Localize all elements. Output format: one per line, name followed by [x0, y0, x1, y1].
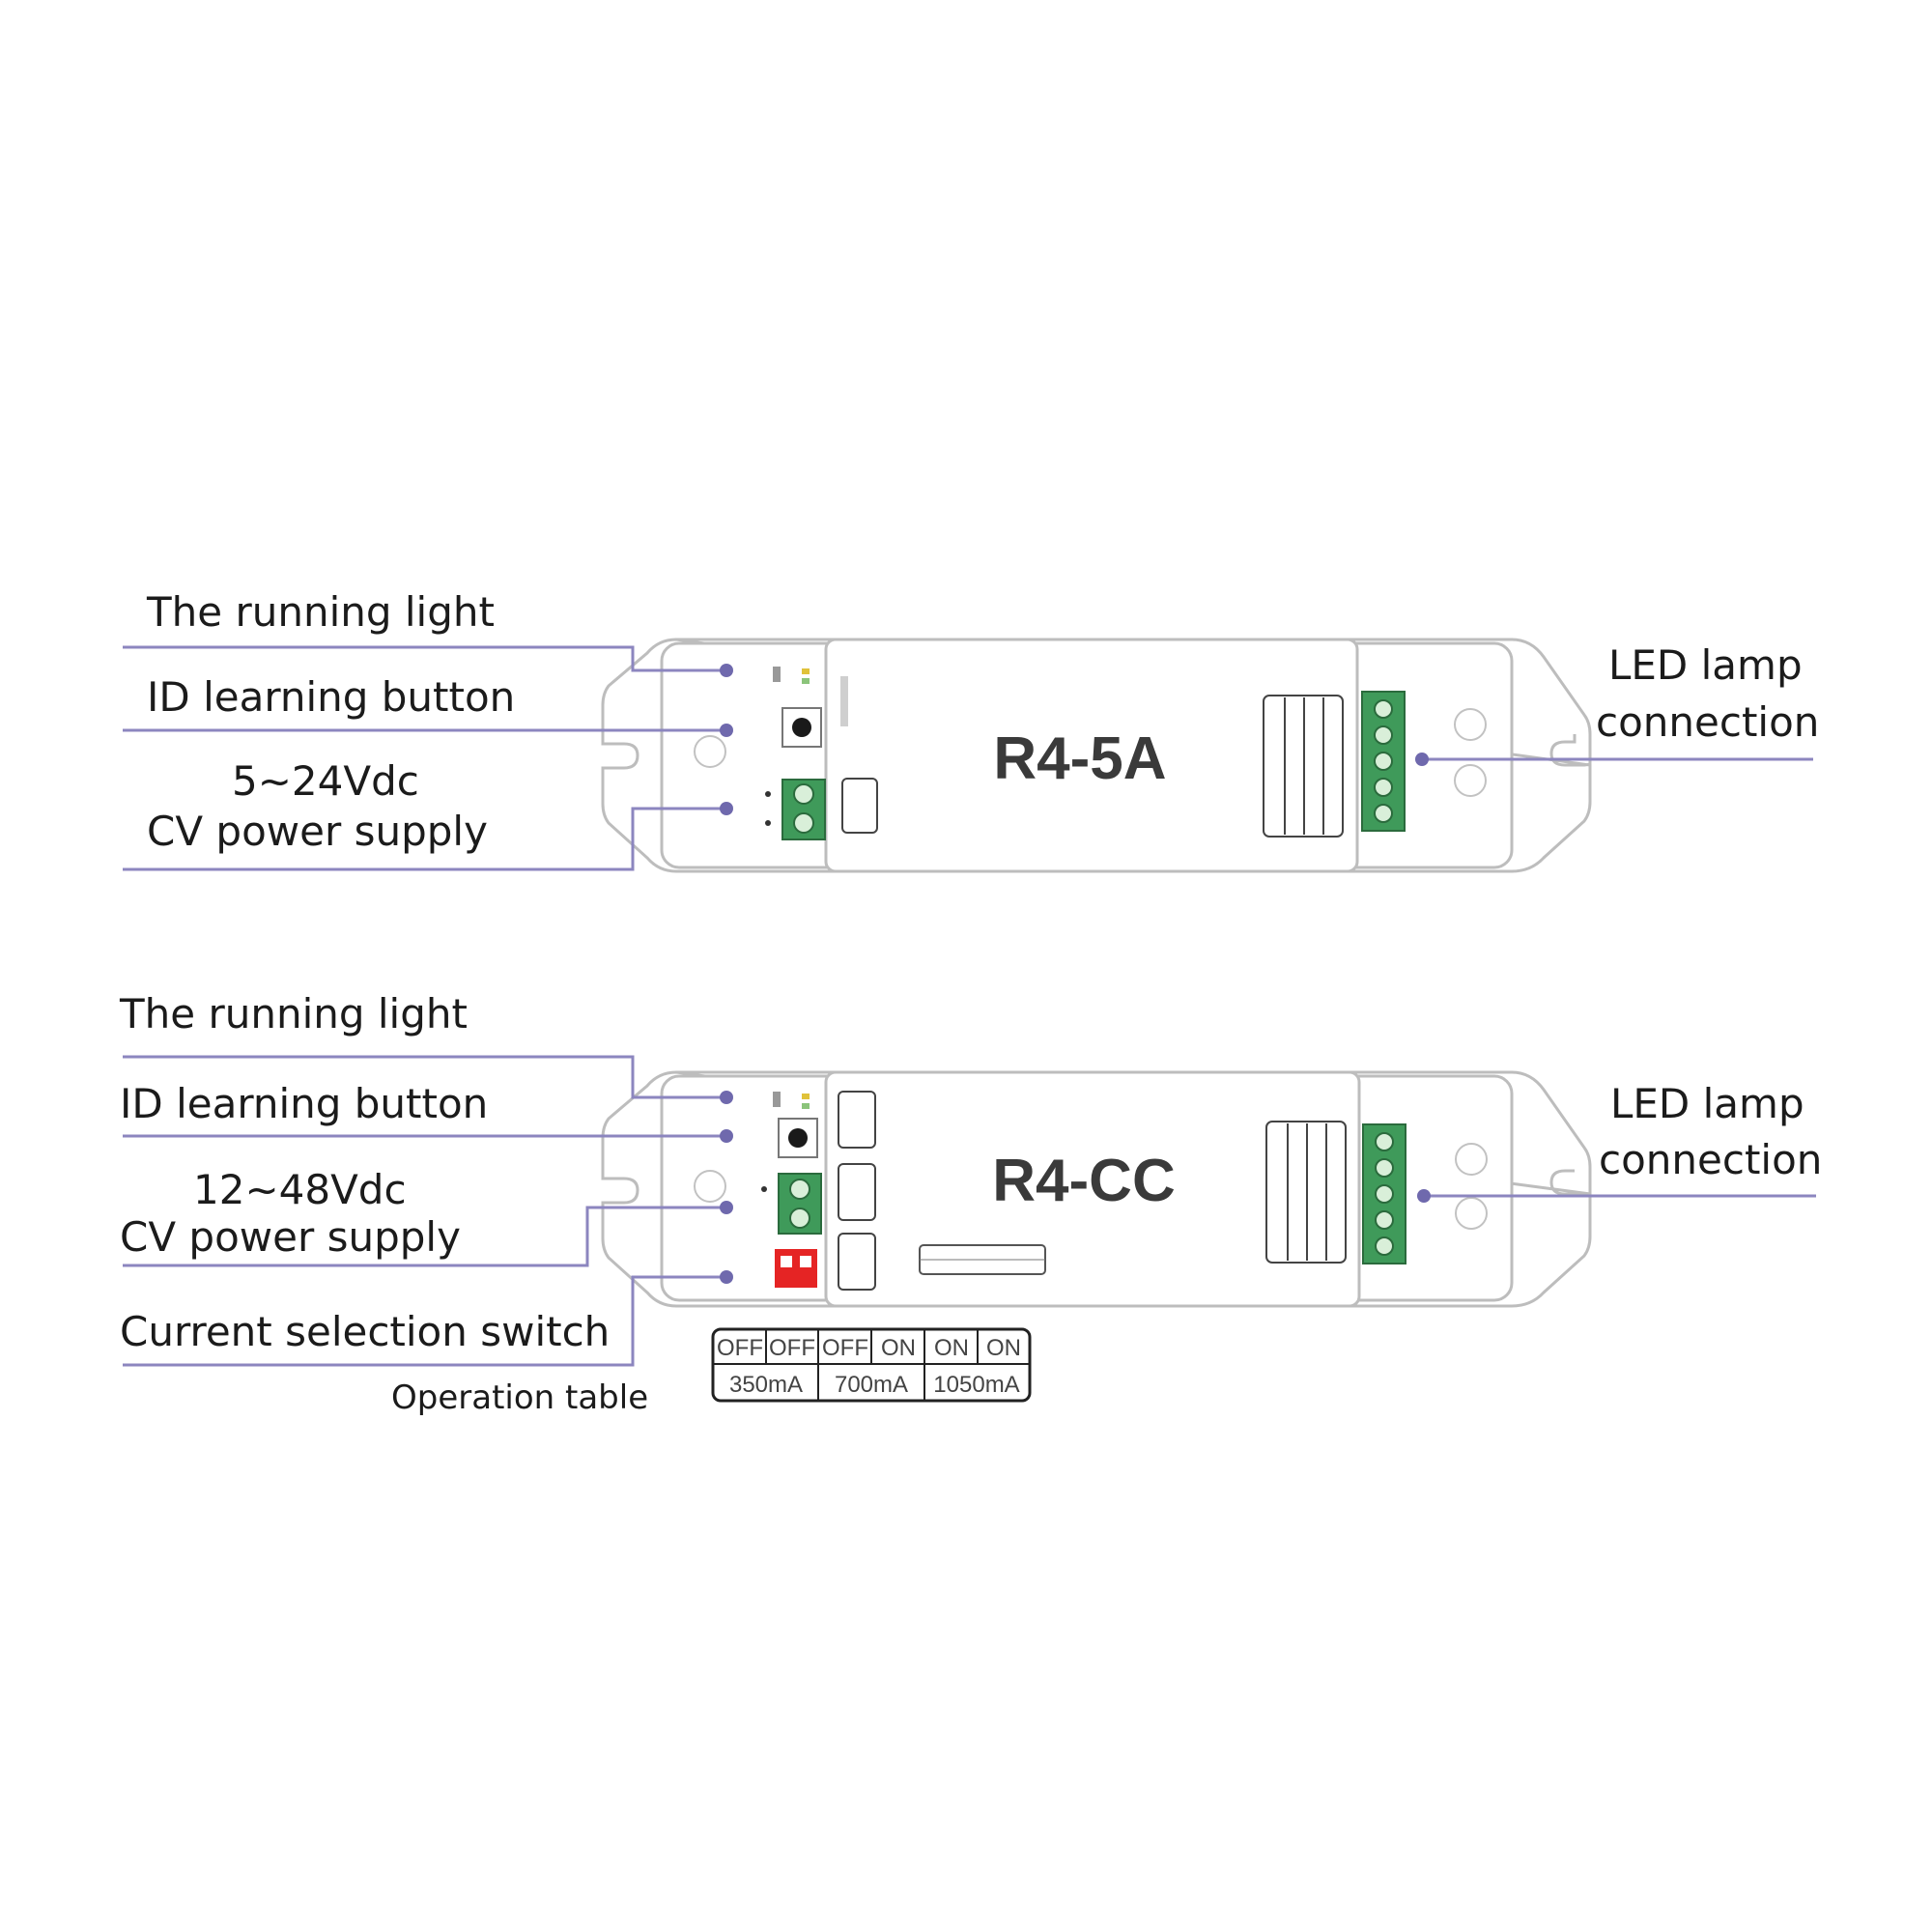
leader-power: [123, 807, 726, 871]
power-label-box: [841, 778, 878, 834]
leaders-r4-cc: [123, 1055, 1816, 1367]
mounting-hole: [1454, 764, 1487, 797]
center-cover: [824, 638, 1359, 873]
pcb-label-box: [838, 1233, 876, 1291]
unit-r4-cc: R4-CC: [601, 1070, 1592, 1308]
polarity-dot: [761, 1186, 767, 1192]
pcb-label-box: [838, 1163, 876, 1221]
dip-toggle: [781, 1256, 792, 1267]
terminal-screw-icon: [1375, 1236, 1394, 1256]
label-voltage: 12~48Vdc: [193, 1166, 407, 1213]
led-indicator: [773, 667, 781, 682]
label-led-lamp: LED lamp: [1608, 641, 1803, 689]
mounting-hole: [694, 1170, 726, 1203]
leader-running-light: [123, 1055, 726, 1099]
operation-table: OFF OFF OFF ON ON ON 350mA 700mA 1050mA: [711, 1327, 1032, 1403]
label-current-switch: Current selection switch: [120, 1308, 610, 1355]
pcb-print: [840, 676, 848, 726]
terminal-screw-icon: [1375, 1210, 1394, 1230]
id-learning-button[interactable]: [788, 1128, 808, 1148]
label-power-supply: CV power supply: [147, 808, 488, 855]
terminal-screw-icon: [789, 1179, 810, 1200]
leader-dot: [720, 664, 733, 677]
led-indicator: [802, 1094, 810, 1099]
label-power-supply: CV power supply: [120, 1213, 461, 1261]
led-indicator: [773, 1092, 781, 1107]
mounting-hole: [1454, 708, 1487, 741]
leader-dot: [720, 1201, 733, 1214]
mounting-hole: [694, 735, 726, 768]
leader-power: [123, 1206, 726, 1267]
leader-running-light: [123, 645, 726, 672]
terminal-screw-icon: [1375, 1158, 1394, 1178]
model-name: R4-CC: [992, 1148, 1175, 1214]
operation-table-caption: Operation table: [391, 1378, 648, 1417]
label-running-light: The running light: [119, 990, 468, 1037]
leader-dot: [720, 1091, 733, 1104]
current-value: 350mA: [729, 1372, 803, 1398]
switch-state: ON: [986, 1335, 1021, 1361]
terminal-screw-icon: [1375, 1132, 1394, 1151]
pcb-label-box: [838, 1091, 876, 1149]
current-selection-dip-switch[interactable]: [775, 1249, 817, 1288]
led-indicator: [802, 678, 810, 684]
leader-dot: [1415, 753, 1429, 766]
mounting-hole: [1455, 1197, 1488, 1230]
terminal-screw-icon: [1374, 778, 1393, 797]
switch-state: OFF: [822, 1335, 868, 1361]
mounting-hole: [1455, 1143, 1488, 1176]
model-name: R4-5A: [993, 725, 1166, 792]
leaders-r4-5a: [123, 645, 1813, 871]
dip-toggle: [800, 1256, 811, 1267]
terminal-screw-icon: [789, 1208, 810, 1229]
leader-dot: [720, 802, 733, 815]
label-led-lamp: LED lamp: [1610, 1080, 1804, 1127]
switch-state: ON: [881, 1335, 916, 1361]
terminal-screw-icon: [793, 783, 814, 805]
terminal-screw-icon: [1374, 804, 1393, 823]
leader-dot: [720, 1270, 733, 1284]
terminal-screw-icon: [1374, 725, 1393, 745]
leader-dot: [720, 724, 733, 737]
leader-current-switch: [123, 1275, 726, 1367]
terminal-screw-icon: [1374, 699, 1393, 719]
terminal-screw-icon: [1374, 752, 1393, 771]
id-learning-button-body: [778, 1118, 818, 1158]
label-id-button: ID learning button: [147, 673, 515, 721]
label-voltage: 5~24Vdc: [232, 757, 419, 805]
switch-state: OFF: [769, 1335, 815, 1361]
terminal-screw-icon: [1375, 1184, 1394, 1204]
polarity-dot: [765, 820, 771, 826]
unit-r4-5a: R4-5A: [601, 638, 1592, 873]
polarity-dot: [765, 791, 771, 797]
switch-state: OFF: [717, 1335, 763, 1361]
label-running-light: The running light: [146, 588, 495, 636]
led-indicator: [802, 1103, 810, 1109]
label-led-connection: connection: [1599, 1136, 1822, 1183]
terminal-screw-icon: [793, 812, 814, 834]
label-led-connection: connection: [1596, 698, 1819, 746]
id-learning-button[interactable]: [792, 718, 811, 737]
current-value: 700mA: [835, 1372, 908, 1398]
led-indicator: [802, 668, 810, 674]
switch-state: ON: [934, 1335, 969, 1361]
leader-dot: [1417, 1189, 1431, 1203]
current-value: 1050mA: [933, 1372, 1019, 1398]
leader-dot: [720, 1129, 733, 1143]
label-id-button: ID learning button: [120, 1080, 488, 1127]
